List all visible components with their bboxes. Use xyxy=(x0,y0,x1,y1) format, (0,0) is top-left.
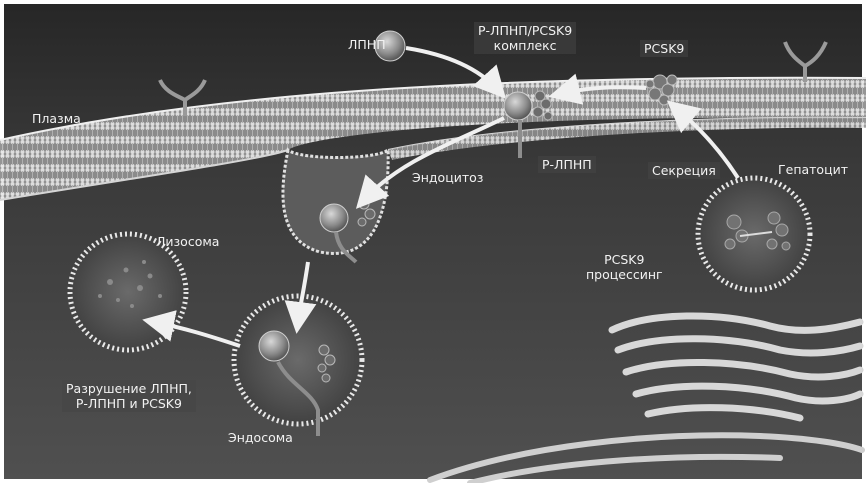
label-lysosome: Лизосома xyxy=(156,234,219,249)
label-secretion: Секреция xyxy=(648,162,720,179)
secretory-vesicle xyxy=(698,178,810,290)
label-degradation: Разрушение ЛПНП, Р-ЛПНП и PCSK9 xyxy=(62,380,196,412)
label-degradation-line1: Разрушение ЛПНП, xyxy=(66,381,192,396)
label-processing-line1: PCSK9 xyxy=(586,252,663,267)
label-complex-line2: комплекс xyxy=(478,38,572,53)
label-endocytosis: Эндоцитоз xyxy=(412,170,483,185)
label-endosome: Эндосома xyxy=(228,430,293,445)
label-degradation-line2: Р-ЛПНП и PCSK9 xyxy=(66,396,192,411)
label-processing: PCSK9 процессинг xyxy=(586,252,663,282)
label-complex-line1: Р-ЛПНП/PCSK9 xyxy=(478,23,572,38)
label-pcsk9: PCSK9 xyxy=(640,40,688,57)
label-complex: Р-ЛПНП/PCSK9 комплекс xyxy=(474,22,576,54)
label-ldl: ЛПНП xyxy=(348,37,386,52)
label-processing-line2: процессинг xyxy=(586,267,663,282)
label-plasma: Плазма xyxy=(32,111,81,126)
label-hepatocyte: Гепатоцит xyxy=(778,162,848,177)
lysosome xyxy=(70,234,186,350)
label-receptor: Р-ЛПНП xyxy=(538,156,596,173)
